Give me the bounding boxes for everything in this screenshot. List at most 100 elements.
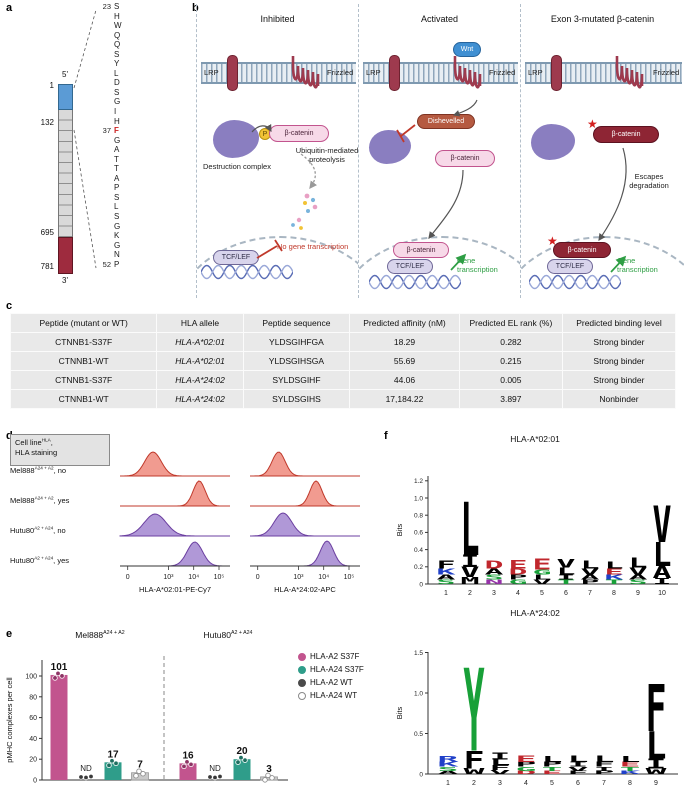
svg-text:A: A: [652, 563, 671, 582]
lrp-receptor: [227, 55, 238, 91]
svg-text:F: F: [436, 559, 455, 572]
svg-text:M: M: [460, 576, 479, 587]
table-header-cell: Predicted EL rank (%): [458, 313, 563, 333]
sequence-residue: Q: [114, 40, 121, 50]
svg-text:A: A: [580, 574, 599, 582]
frizzled-receptor-icon: [291, 56, 320, 89]
table-cell: Nonbinder: [561, 389, 677, 409]
svg-text:L: L: [652, 535, 671, 574]
table-cell: 0.005: [458, 370, 563, 390]
table-header-cell: Predicted binding level: [561, 313, 677, 333]
table-cell: 55.69: [349, 351, 460, 371]
table-cell: YLDSGIHSGA: [242, 351, 351, 371]
svg-text:0.6: 0.6: [414, 530, 423, 537]
svg-text:T: T: [619, 766, 640, 772]
residue-1-label: 1: [49, 81, 54, 90]
residue-695-label: 695: [40, 228, 54, 237]
residue-132-label: 132: [40, 118, 54, 127]
sequence-residue: Y: [114, 59, 120, 69]
logo-title-hla-a2: HLA-A*02:01: [510, 434, 560, 444]
svg-text:2: 2: [468, 590, 472, 597]
mutant-beta-catenin-nuclear-pill: β-catenin: [553, 242, 611, 258]
group-title-hutu80: Hutu80A2 + A24: [203, 630, 253, 640]
nucleus-boundary: [197, 236, 358, 298]
sequence-residue: A: [114, 145, 120, 155]
svg-text:ND: ND: [209, 764, 221, 773]
subpanel-title: Inhibited: [260, 14, 295, 24]
gene-transcription-label: Gene transcription: [457, 256, 498, 274]
svg-text:8: 8: [628, 780, 632, 787]
svg-text:G: G: [515, 766, 536, 772]
svg-text:10³: 10³: [163, 574, 174, 581]
table-cell: 3.897: [458, 389, 563, 409]
group-title-mel888: Mel888A24 + A2: [75, 630, 125, 640]
legend-dot-icon: [298, 691, 306, 700]
five-prime-label: 5': [62, 70, 68, 79]
svg-text:F: F: [489, 764, 510, 772]
svg-text:N: N: [484, 579, 503, 586]
flow-header-line2: HLA staining: [15, 447, 58, 457]
beta-catenin-pill: β-catenin: [269, 125, 329, 142]
svg-text:D: D: [516, 770, 537, 775]
flow-header-text: Cell line: [15, 438, 42, 447]
svg-text:V: V: [489, 769, 510, 775]
svg-text:V: V: [652, 495, 671, 553]
table-cell: SYLDSGIHF: [242, 370, 351, 390]
flow-row-label: Hutu80A2 + A24, yes: [10, 555, 69, 565]
svg-text:A: A: [628, 574, 647, 582]
svg-text:101: 101: [51, 662, 68, 673]
svg-text:100: 100: [25, 674, 37, 681]
svg-text:I: I: [489, 750, 510, 762]
table-cell: HLA-A*24:02: [156, 370, 244, 390]
lrp-label: LRP: [366, 68, 381, 77]
table-cell: SYLDSGIHS: [242, 389, 351, 409]
svg-text:L: L: [532, 574, 551, 582]
flow-header-sup: HLA: [41, 437, 51, 443]
legend-item: HLA-A24 S37F: [298, 663, 364, 676]
destruction-complex-blob: [213, 120, 259, 158]
sequence-residue: K: [114, 231, 120, 241]
frizzled-label: Frizzled: [489, 68, 516, 77]
subpanel-title: Exon 3-mutated β-catenin: [550, 14, 655, 24]
svg-text:1.0: 1.0: [414, 495, 423, 502]
svg-text:D: D: [484, 559, 503, 572]
table-cell: Strong binder: [561, 370, 677, 390]
sequence-logo-hla-a2: 00.20.40.60.81.01.2Bits1SAKF2MVIL3NSAD4G…: [395, 476, 678, 597]
svg-text:V: V: [460, 564, 479, 581]
svg-text:F: F: [568, 770, 589, 775]
panel-label-e: e: [6, 628, 13, 640]
svg-text:4: 4: [524, 780, 528, 787]
svg-text:0.5: 0.5: [414, 731, 423, 738]
table-cell: CTNNB1-WT: [9, 351, 158, 371]
svg-text:P: P: [508, 574, 527, 582]
svg-text:F: F: [463, 746, 484, 774]
subpanel-title: Activated: [420, 14, 459, 24]
svg-text:10⁵: 10⁵: [344, 574, 355, 581]
svg-text:ND: ND: [80, 764, 92, 773]
frizzled-label: Frizzled: [327, 68, 354, 77]
table-cell: 44.06: [349, 370, 460, 390]
svg-text:0: 0: [419, 771, 423, 778]
svg-text:P: P: [594, 770, 615, 775]
svg-text:3: 3: [266, 764, 272, 775]
table-header-cell: HLA allele: [156, 313, 244, 333]
dishevelled-pill: Dishevelled: [417, 114, 475, 129]
legend-label: HLA-A2 S37F: [310, 652, 360, 661]
svg-text:L: L: [460, 489, 479, 573]
mutation-star-icon: ★: [547, 234, 558, 248]
svg-text:10⁴: 10⁴: [318, 574, 329, 581]
tcf-lef-pill: TCF/LEF: [547, 259, 593, 274]
svg-text:16: 16: [182, 750, 194, 761]
svg-text:3: 3: [492, 590, 496, 597]
svg-text:K: K: [437, 761, 459, 769]
svg-text:5: 5: [540, 590, 544, 597]
svg-text:I: I: [645, 756, 666, 772]
sequence-residue: Q: [114, 30, 121, 40]
svg-text:I: I: [556, 574, 575, 582]
table-cell: HLA-A*24:02: [156, 389, 244, 409]
sequence-residue: L: [114, 68, 119, 78]
